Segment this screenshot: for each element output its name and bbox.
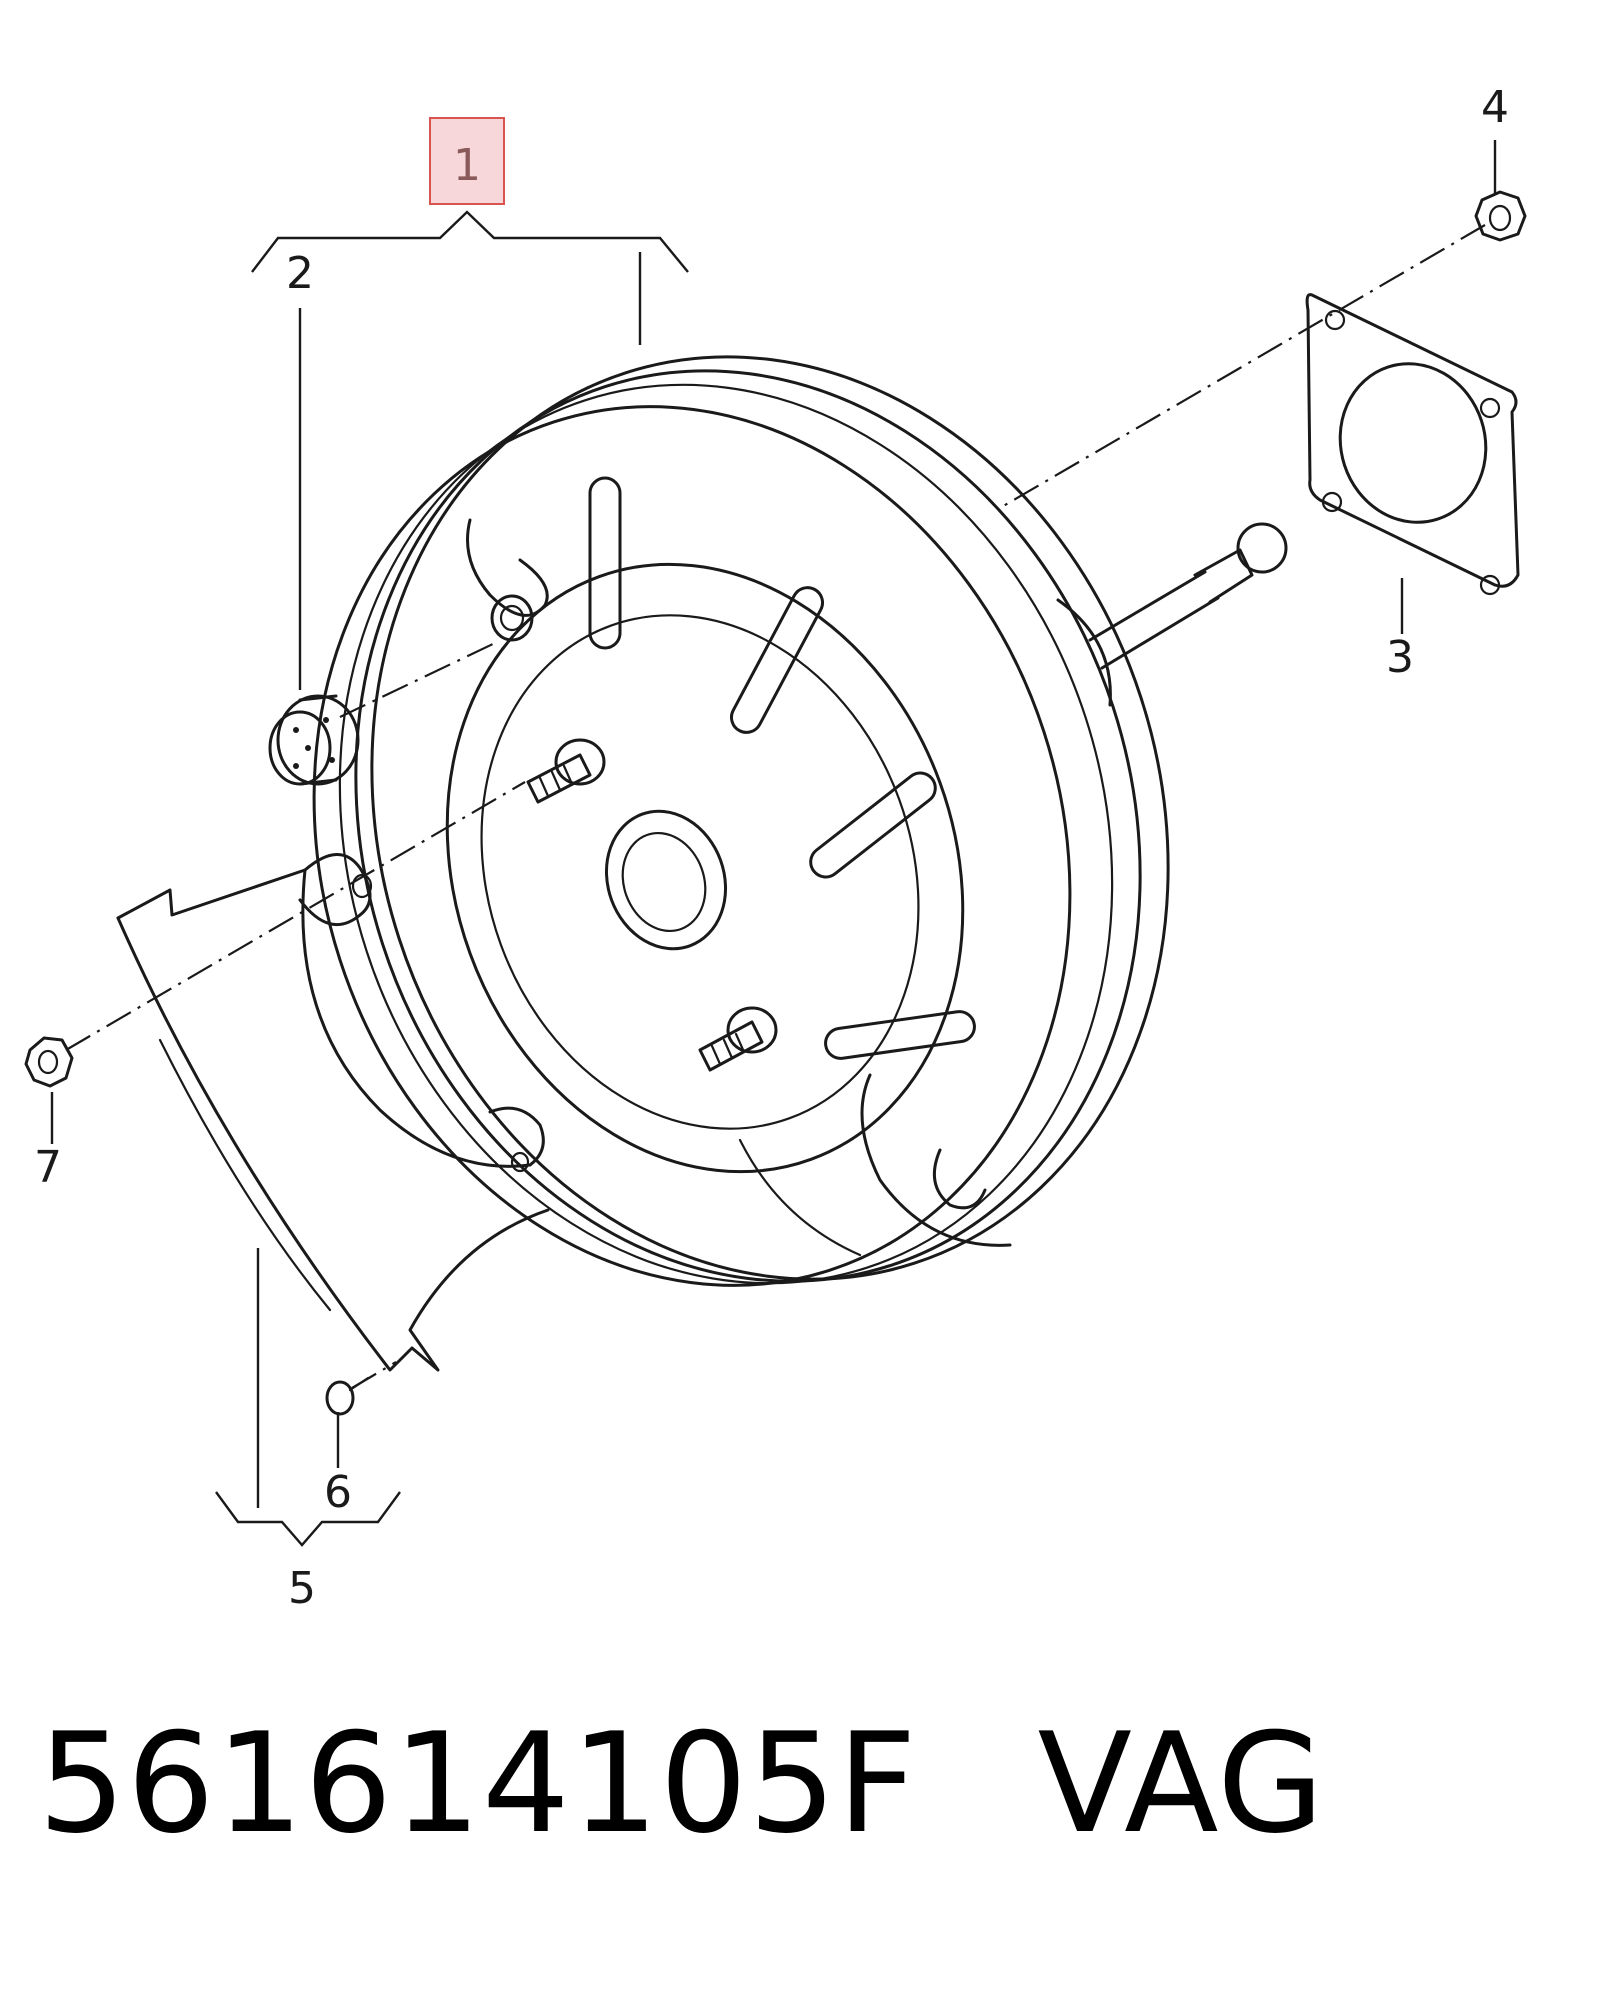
part-number: 561614105F: [38, 1703, 918, 1864]
grommet-part-2: [268, 694, 360, 786]
nut-part-4: [1474, 190, 1527, 242]
nut-part-7: [24, 1036, 74, 1088]
axis-main: [999, 224, 1486, 509]
callout-1-bracket: [251, 210, 689, 273]
heat-shield-part-5: [116, 853, 550, 1372]
axis-stud-upper: [65, 781, 526, 1051]
callout-1-group[interactable]: 1: [429, 117, 505, 205]
clip-part-6: [325, 1361, 397, 1416]
callout-7-label[interactable]: 7: [34, 1142, 62, 1193]
callout-2-label[interactable]: 2: [286, 248, 314, 299]
callout-3-label[interactable]: 3: [1386, 632, 1414, 683]
brand-name: VAG: [1037, 1703, 1326, 1864]
callout-5-label[interactable]: 5: [288, 1563, 316, 1614]
callout-5-bracket: [215, 1491, 401, 1547]
stud-lower: [698, 1006, 778, 1072]
callout-4-label[interactable]: 4: [1481, 82, 1509, 133]
callout-1-highlight-box: [429, 117, 505, 205]
axis-nut-left: [339, 642, 496, 718]
stud-upper: [526, 738, 606, 804]
callout-6-label[interactable]: 6: [324, 1467, 352, 1518]
callout-1-label: 1: [453, 140, 481, 191]
push-rod: [1088, 522, 1288, 670]
gasket-plate: [1305, 293, 1520, 596]
brake-booster: [312, 355, 1170, 1287]
